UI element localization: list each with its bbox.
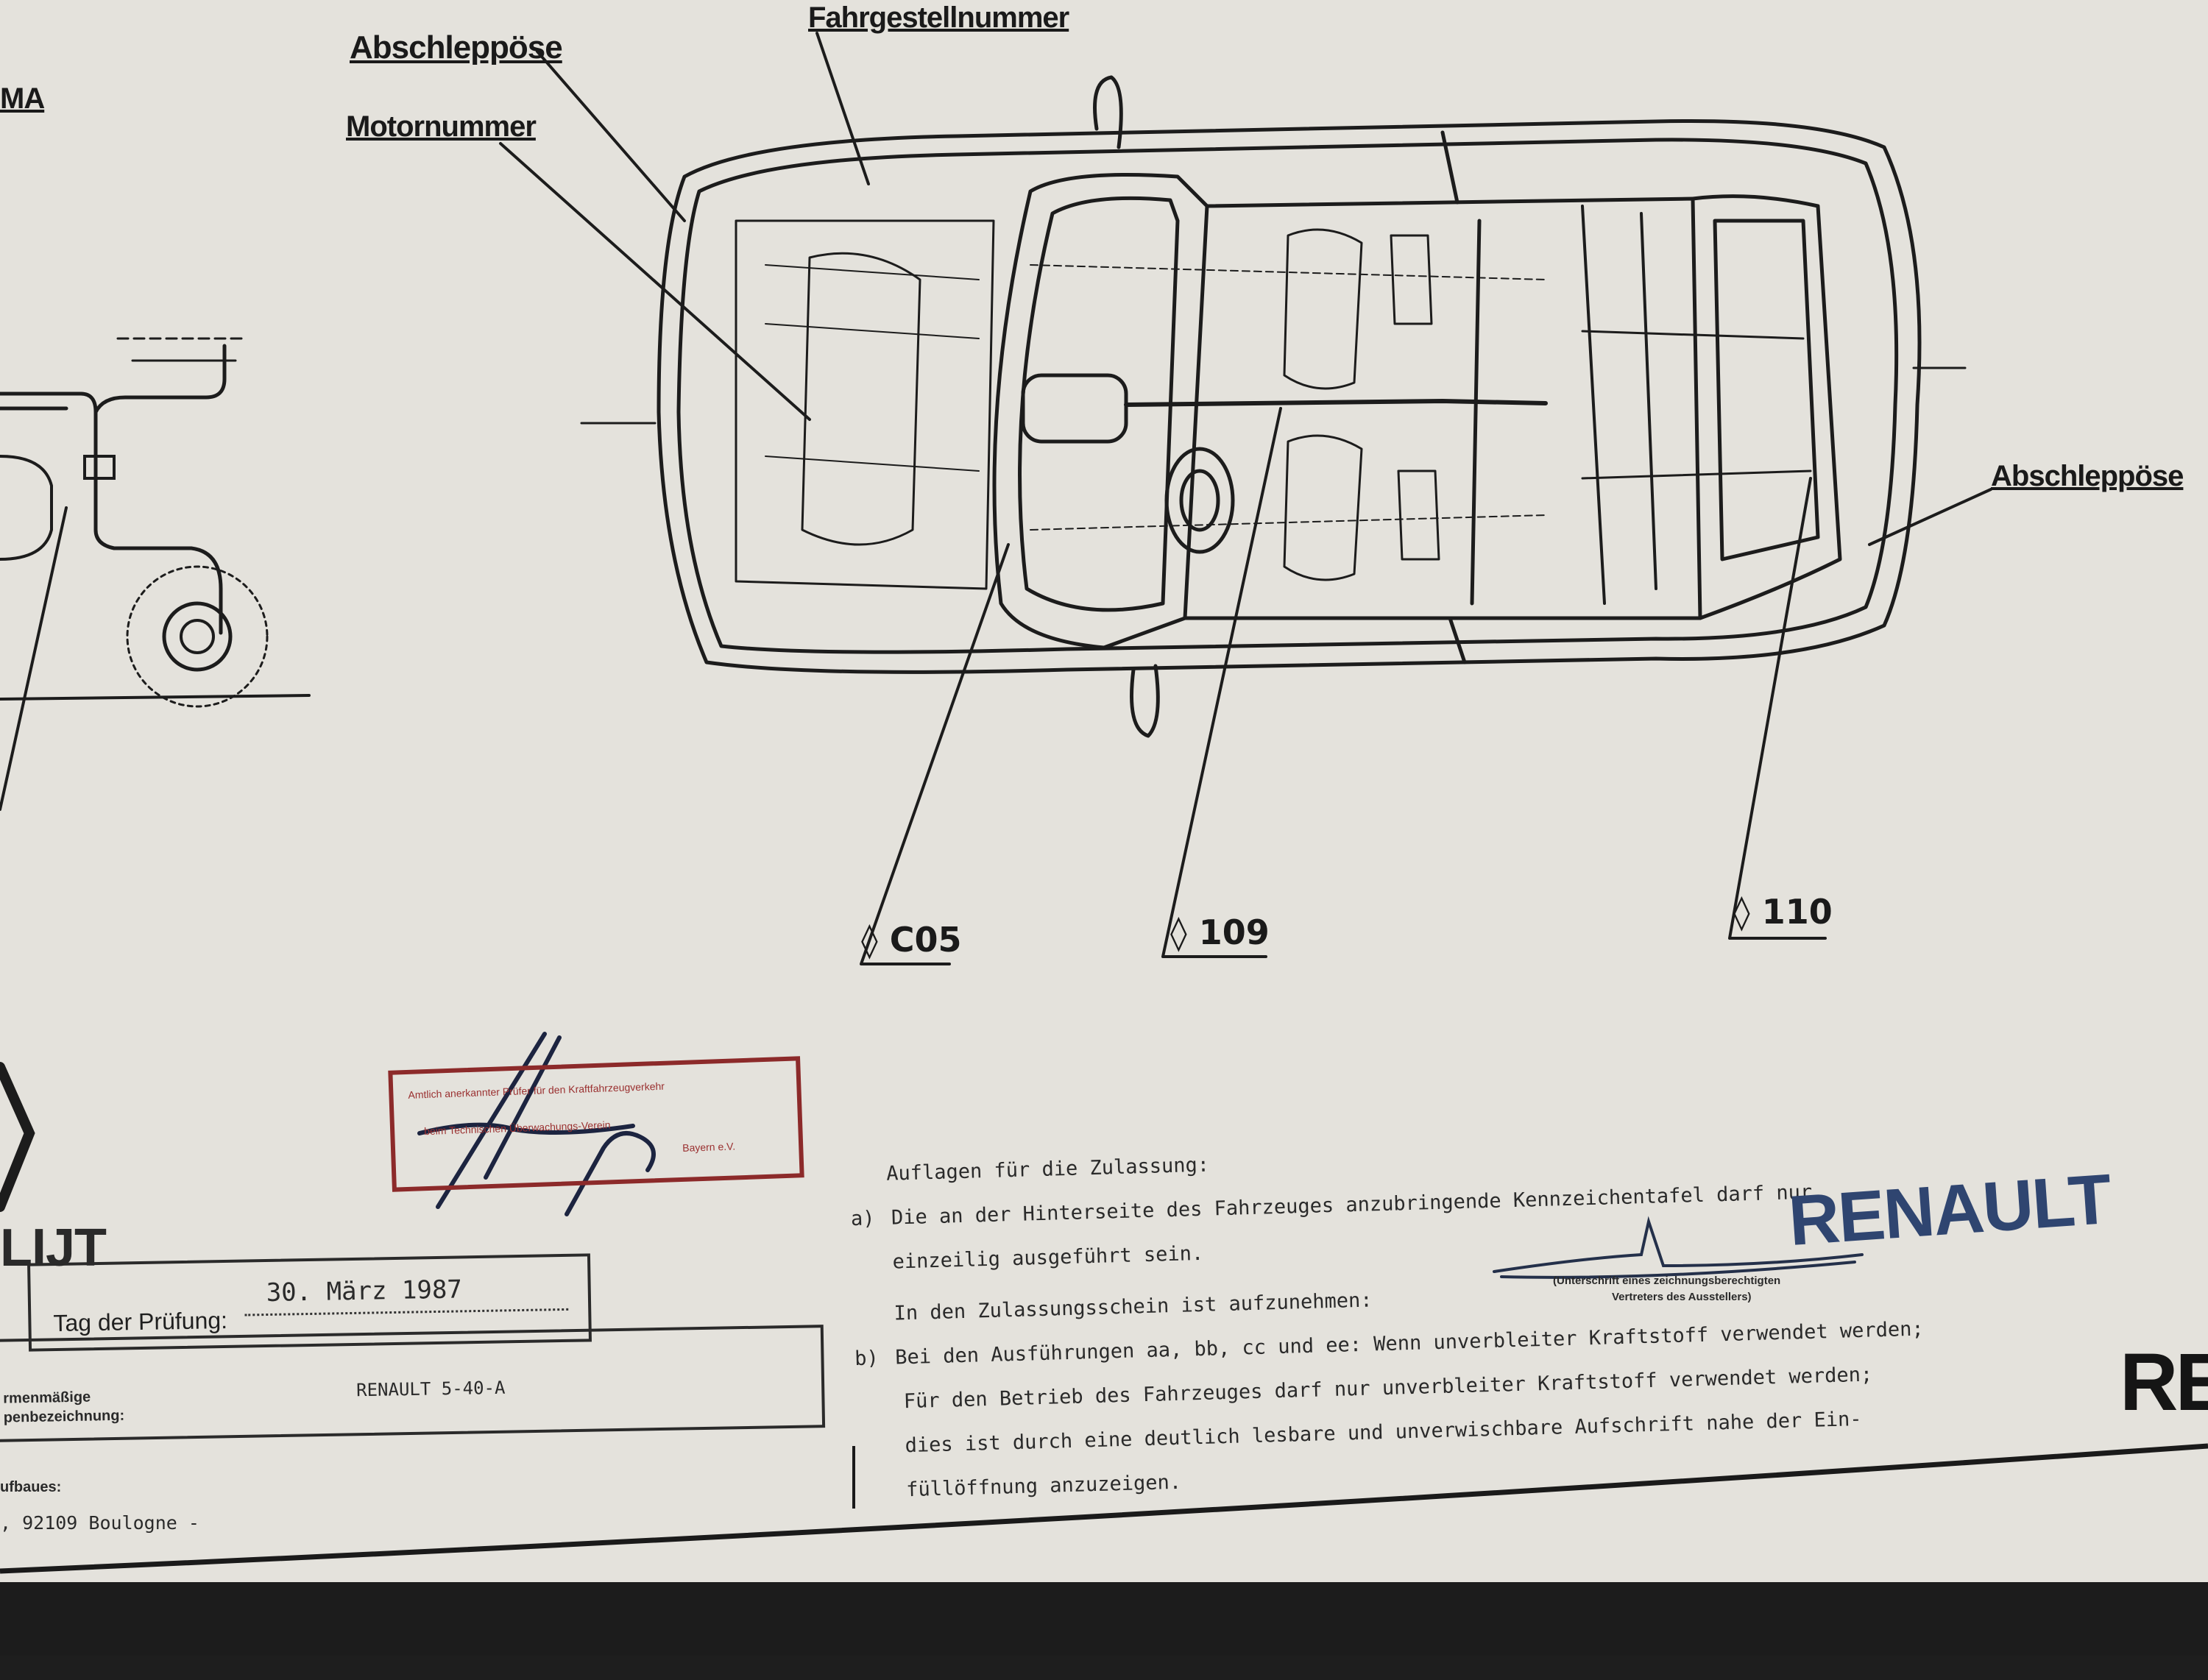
condition-a-line-2: einzeilig ausgeführt sein. <box>892 1241 1204 1274</box>
label-engine-number: Motornummer <box>346 110 537 143</box>
code-c05: ◊ C05 <box>861 920 962 960</box>
condition-a-marker: a) <box>850 1207 875 1231</box>
signature-caption-line-1: (Unterschrift eines zeichnungsberechtigt… <box>1553 1275 1781 1287</box>
code-110: ◊ 110 <box>1733 892 1833 932</box>
registration-line: In den Zulassungsschein ist aufzunehmen: <box>894 1289 1373 1325</box>
code-109: ◊ 109 <box>1170 912 1270 952</box>
table-surface <box>0 1582 2208 1656</box>
body-label: ufbaues: <box>0 1479 62 1495</box>
label-tow-eye-front: Abschleppöse <box>350 29 563 65</box>
brand-fragment: LIJT <box>0 1219 107 1277</box>
address-fragment: , 92109 Boulogne - <box>0 1512 199 1534</box>
label-top-left-fragment: MA <box>0 82 45 115</box>
condition-b-marker: b) <box>854 1347 880 1371</box>
condition-b-line-4: füllöffnung anzuzeigen. <box>905 1470 1182 1502</box>
label-chassis-number: Fahrgestellnummer <box>808 1 1069 34</box>
condition-b-line-3: dies ist durch eine deutlich lesbare und… <box>905 1407 1862 1458</box>
condition-b-line-2: Für den Betrieb des Fahrzeuges darf nur … <box>903 1363 1873 1414</box>
signature-caption-line-2: Vertreters des Ausstellers) <box>1612 1291 1752 1303</box>
label-tow-eye-rear: Abschleppöse <box>1991 460 2184 492</box>
conditions-heading: Auflagen für die Zulassung: <box>885 1153 1210 1185</box>
renault-edge-logo: REN <box>2120 1337 2208 1428</box>
condition-a-line-1: Die an der Hinterseite des Fahrzeuges an… <box>891 1180 1813 1230</box>
condition-b-line-1: Bei den Ausführungen aa, bb, cc und ee: … <box>894 1317 1925 1369</box>
